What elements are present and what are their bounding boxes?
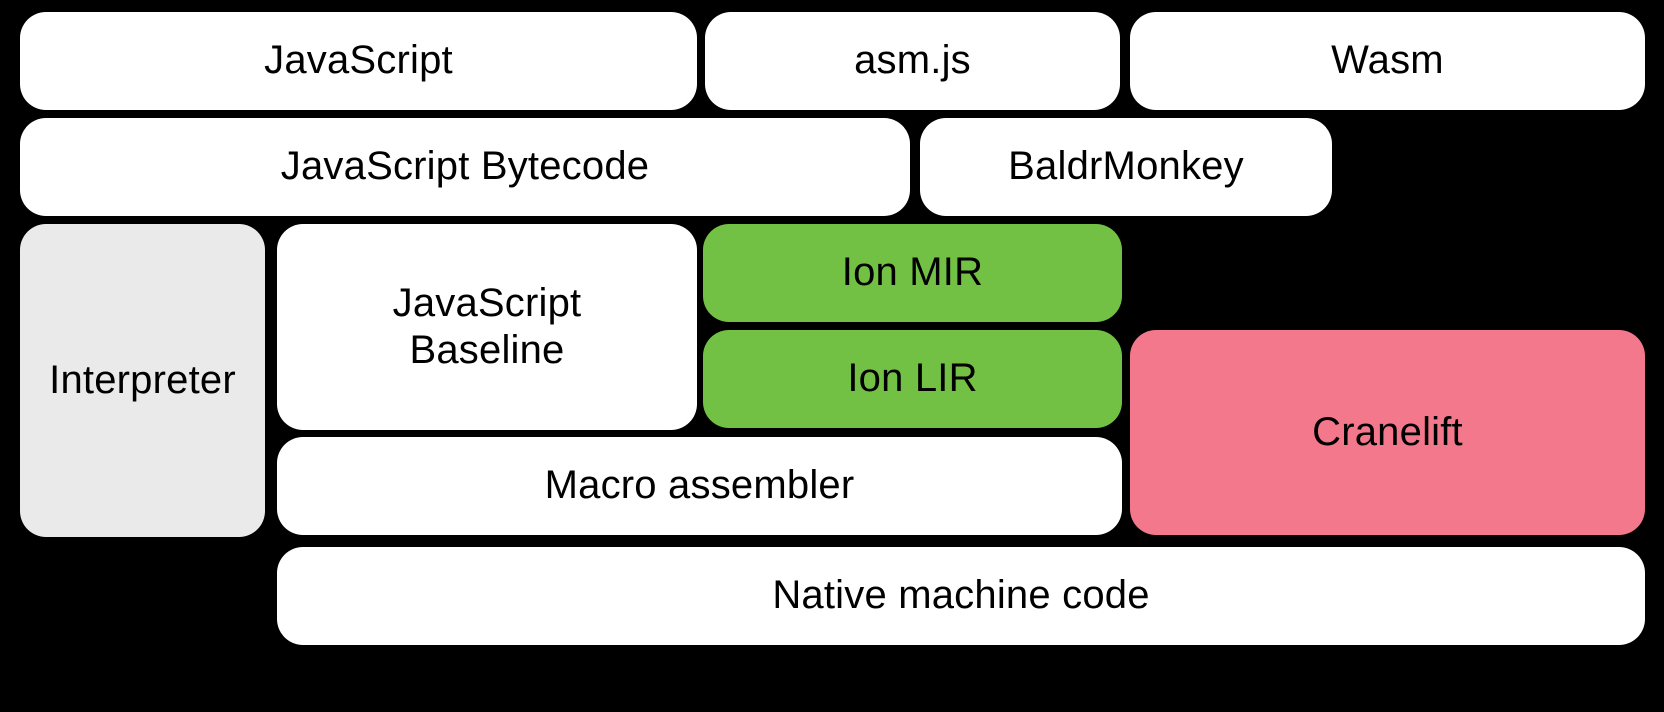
node-interpreter[interactable]: Interpreter xyxy=(20,224,265,537)
node-wasm[interactable]: Wasm xyxy=(1130,12,1645,110)
node-native-machine-code[interactable]: Native machine code xyxy=(277,547,1645,645)
node-ion-lir[interactable]: Ion LIR xyxy=(703,330,1122,428)
node-baldrmonkey[interactable]: BaldrMonkey xyxy=(920,118,1332,216)
node-macro-assembler[interactable]: Macro assembler xyxy=(277,437,1122,535)
node-ion-mir[interactable]: Ion MIR xyxy=(703,224,1122,322)
node-asm-js[interactable]: asm.js xyxy=(705,12,1120,110)
node-javascript[interactable]: JavaScript xyxy=(20,12,697,110)
node-cranelift[interactable]: Cranelift xyxy=(1130,330,1645,535)
node-javascript-bytecode[interactable]: JavaScript Bytecode xyxy=(20,118,910,216)
node-javascript-baseline[interactable]: JavaScript Baseline xyxy=(277,224,697,430)
